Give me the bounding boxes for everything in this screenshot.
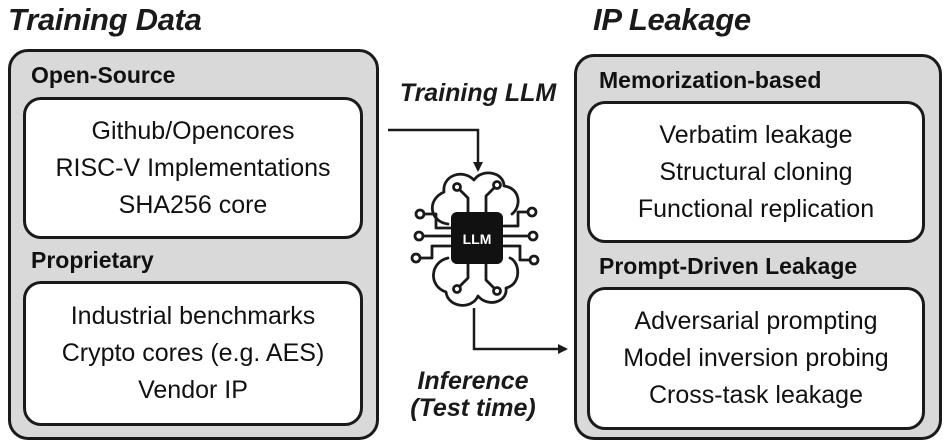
proprietary-item: Crypto cores (e.g. AES) — [61, 339, 325, 367]
open-source-item: RISC-V Implementations — [55, 153, 331, 182]
memorization-item: Structural cloning — [659, 157, 853, 186]
open-source-title: Open-Source — [31, 62, 176, 88]
ip-leakage-heading: IP Leakage — [593, 2, 751, 37]
training-data-heading: Training Data — [8, 2, 202, 37]
prompt-driven-box: Adversarial prompting Model inversion pr… — [587, 287, 925, 430]
proprietary-box: Industrial benchmarks Crypto cores (e.g.… — [23, 281, 363, 426]
prompt-driven-item: Model inversion probing — [623, 344, 889, 372]
prompt-driven-title: Prompt-Driven Leakage — [599, 253, 858, 279]
memorization-item: Verbatim leakage — [659, 120, 853, 149]
training-arrow — [388, 128, 483, 172]
memorization-box: Verbatim leakage Structural cloning Func… — [587, 101, 925, 243]
ip-leakage-panel: Memorization-based Verbatim leakage Stru… — [574, 54, 942, 440]
training-llm-label: Training LLM — [399, 79, 557, 107]
open-source-item: SHA256 core — [118, 190, 268, 219]
inference-label-line2: (Test time) — [410, 394, 536, 422]
llm-chip — [451, 212, 503, 264]
inference-label-line1: Inference — [417, 367, 529, 395]
proprietary-item: Vendor IP — [138, 376, 248, 404]
llm-chip-label: LLM — [463, 231, 492, 247]
open-source-box: Github/Opencores RISC-V Implementations … — [23, 97, 363, 239]
inference-label: Inference (Test time) — [392, 368, 554, 422]
memorization-item: Functional replication — [637, 194, 875, 223]
proprietary-item: Industrial benchmarks — [70, 302, 316, 330]
memorization-title: Memorization-based — [599, 67, 822, 93]
inference-arrow — [472, 308, 568, 354]
llm-brain-chip-icon — [410, 171, 540, 307]
proprietary-title: Proprietary — [31, 247, 154, 273]
prompt-driven-item: Adversarial prompting — [634, 307, 878, 335]
open-source-item: Github/Opencores — [91, 116, 295, 145]
prompt-driven-item: Cross-task leakage — [649, 381, 863, 409]
training-data-panel: Open-Source Github/Opencores RISC-V Impl… — [8, 49, 379, 440]
